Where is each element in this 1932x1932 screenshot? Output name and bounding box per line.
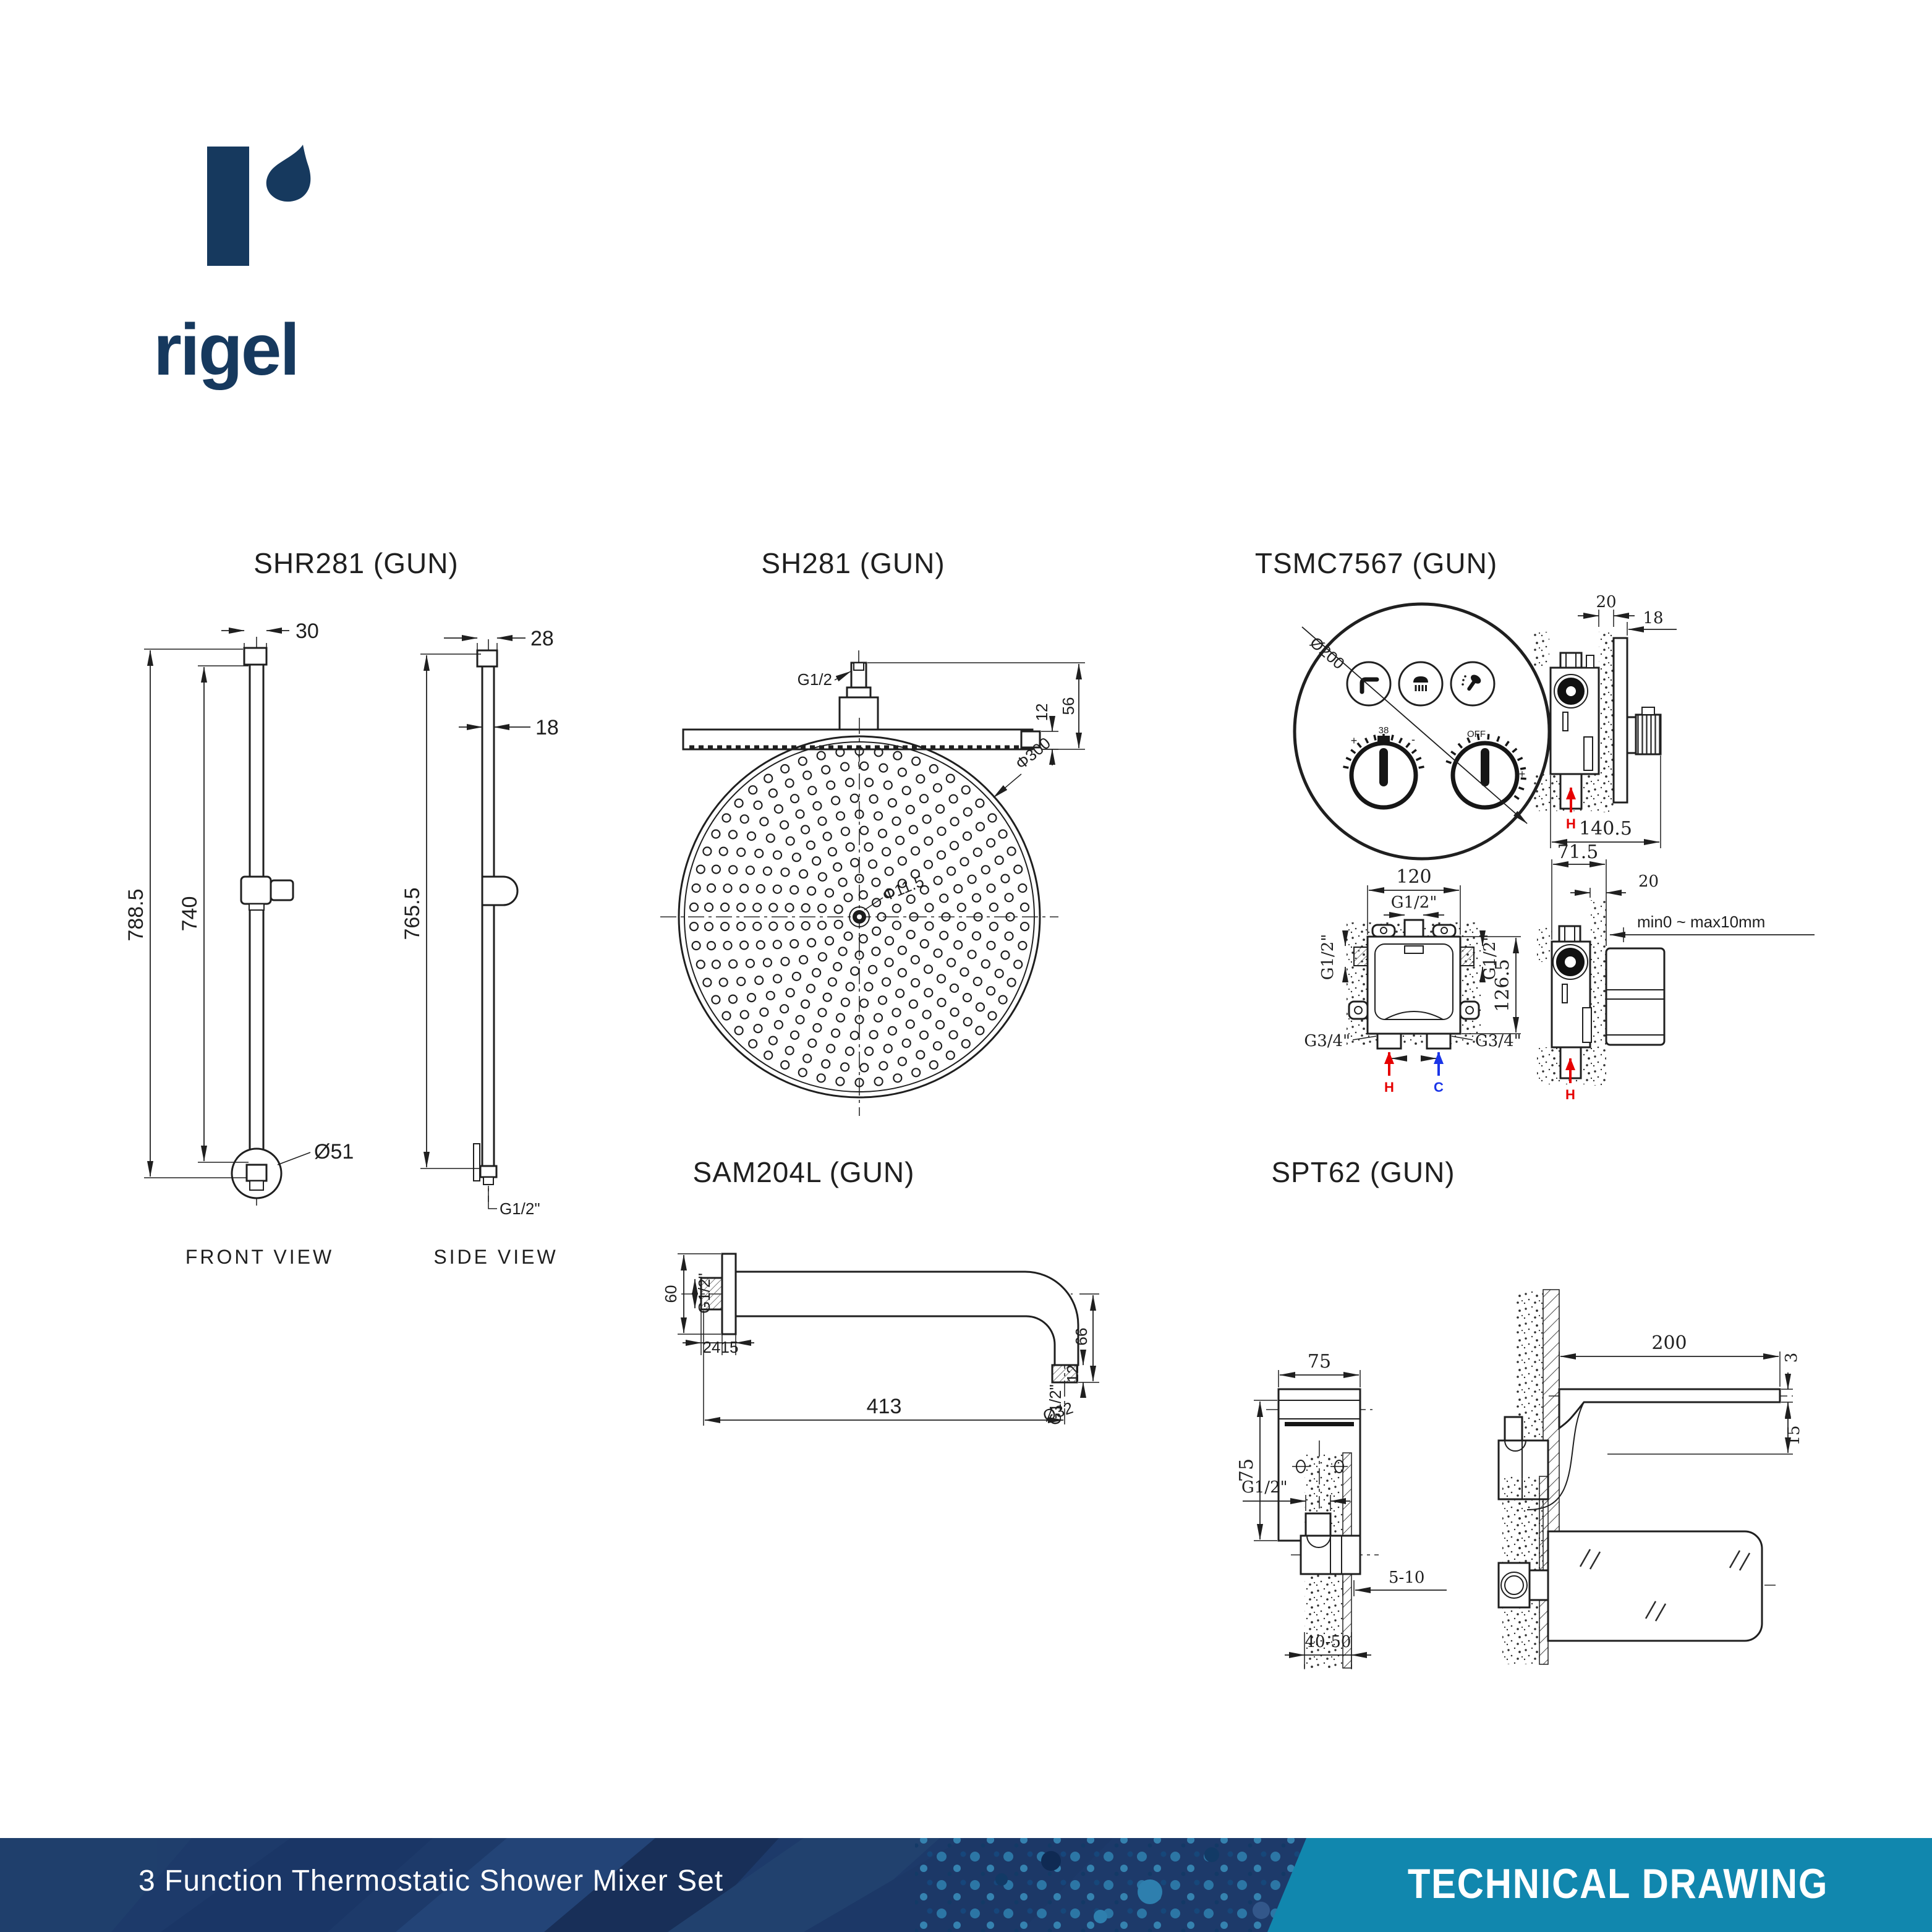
tsmc-side-depth-dim: 140.5 (1579, 818, 1632, 840)
spt-install-wall-range: 40-50 (1305, 1633, 1351, 1651)
drawing-sh281: SH281 (GUN) G1/2 12 56 Φ11.5 (660, 547, 1085, 1116)
sam-dim-tip: 12 (1063, 1365, 1082, 1383)
brand-name: rigel (153, 309, 298, 391)
shr281-dim-rail-depth: 18 (535, 716, 559, 739)
tsmc-roughin-side-wall: 20 (1638, 872, 1659, 891)
shr281-title: SHR281 (GUN) (253, 547, 459, 579)
spt-install-thread: G1/2" (1241, 1478, 1288, 1497)
tsmc-side-hot-label: H (1566, 816, 1576, 832)
shr281-dim-side-length: 765.5 (401, 887, 424, 940)
tsmc-roughin-g34-right: G3/4" (1475, 1032, 1521, 1050)
temp-minus: - (1411, 733, 1415, 746)
shr281-side-caption: SIDE VIEW (433, 1246, 558, 1268)
sh281-center-hole-label: Φ11.5 (880, 872, 927, 905)
shr281-dim-top-width: 30 (296, 619, 319, 643)
rain-shower-icon (1398, 661, 1444, 707)
tsmc-roughin-front: 120 G1/2" G1/2" G1/2" 126.5 G3/4" G3/4" … (1304, 866, 1521, 1095)
logo-droplet-icon (266, 145, 311, 202)
tsmc-roughin-side-hot: H (1565, 1087, 1575, 1102)
sam-dim-flange: 15 (721, 1338, 739, 1356)
sam-tip-thread: G1/2" (1046, 1384, 1065, 1425)
sh281-thread-label: G1/2 (798, 670, 832, 689)
tsmc-roughin-hot: H (1384, 1079, 1394, 1095)
shr281-front-caption: FRONT VIEW (185, 1246, 334, 1268)
sam-dim-length: 413 (867, 1395, 902, 1418)
footer-product-name: 3 Function Thermostatic Shower Mixer Set (138, 1865, 723, 1897)
temp-knob-label: 38 (1379, 725, 1389, 736)
shr281-dim-side-top: 28 (530, 627, 554, 650)
shr281-dim-overall: 788.5 (124, 888, 148, 941)
temperature-knob: 38 + - (1349, 725, 1418, 810)
tsmc-roughin-cold: C (1434, 1079, 1444, 1095)
tsmc-roughin-right-thread: G1/2" (1481, 934, 1499, 981)
tsmc-side-trim-dim: 18 (1643, 609, 1663, 628)
sam-thread-label: G1/2" (695, 1273, 713, 1314)
tsmc-side-wall-dim: 20 (1596, 593, 1616, 611)
sam-dim-stub: 24 (703, 1338, 721, 1356)
spt62-top-view (1497, 1476, 1776, 1665)
hand-shower-icon (1450, 661, 1496, 707)
tsmc-roughin-left-thread: G1/2" (1319, 934, 1337, 981)
sam204l-title: SAM204L (GUN) (693, 1156, 915, 1188)
off-label: OFF (1467, 729, 1486, 739)
shr281-dim-inner: 740 (178, 896, 202, 932)
tsmc-roughin-width: 120 (1396, 866, 1431, 888)
spt-side-projection: 200 (1651, 1332, 1687, 1354)
drawing-sam204l: SAM204L (GUN) 60 G1/2" 24 15 413 66 (662, 1156, 1099, 1428)
flow-knob: OFF + (1450, 729, 1526, 810)
footer-texture (0, 1838, 1311, 1932)
tsmc-side-view: 20 18 140.5 H (1533, 593, 1677, 848)
sh281-dim-height: 56 (1059, 697, 1078, 715)
knob-tick-marks (1343, 734, 1526, 800)
tsmc7567-title: TSMC7567 (GUN) (1255, 547, 1497, 579)
drawing-shr281: SHR281 (GUN) 30 788.5 740 Ø51 FRONT VIEW (124, 547, 559, 1268)
logo-bar (207, 147, 249, 266)
spt62-title: SPT62 (GUN) (1271, 1156, 1455, 1188)
sh281-dim-edge: 12 (1032, 704, 1051, 721)
brand-logo: rigel (153, 145, 311, 391)
spt-side-tip-height: 15 (1785, 1425, 1803, 1445)
spt-front-width: 75 (1308, 1351, 1331, 1372)
sam-dim-drop: 66 (1072, 1328, 1091, 1346)
flow-plus: + (1519, 768, 1526, 780)
spt-front-height: 75 (1236, 1458, 1258, 1482)
sh281-title: SH281 (GUN) (761, 547, 945, 579)
tsmc-roughin-side: 71.5 20 min0 ~ max10mm H (1537, 841, 1815, 1102)
footer-bar: 3 Function Thermostatic Shower Mixer Set… (0, 1838, 1932, 1932)
temp-plus: + (1351, 734, 1358, 747)
footer-right-label: TECHNICAL DRAWING (1408, 1860, 1828, 1907)
tsmc-roughin-g34-left: G3/4" (1304, 1032, 1350, 1050)
drawing-tsmc7567: TSMC7567 (GUN) (1255, 547, 1815, 1102)
spt-side-tip-thickness: 3 (1782, 1353, 1801, 1363)
footer-teal-band (1267, 1838, 1932, 1932)
shr281-dim-bottom-dia: Ø51 (314, 1140, 354, 1164)
spt62-install-section: G1/2" 5-10 40-50 (1241, 1452, 1447, 1669)
sh281-spray-holes (689, 746, 1030, 1087)
tsmc-roughin-top-thread: G1/2" (1391, 893, 1437, 912)
tsmc-roughin-side-range: min0 ~ max10mm (1637, 913, 1765, 931)
drawing-spt62: SPT62 (GUN) 75 75 (1236, 1156, 1803, 1669)
spt62-front-view: 75 75 (1236, 1351, 1372, 1542)
tsmc-roughin-height: 126.5 (1492, 959, 1513, 1012)
spt-install-finish-gap: 5-10 (1389, 1568, 1424, 1587)
sam-dim-flange-height: 60 (662, 1285, 680, 1303)
tsmc-roughin-side-depth: 71.5 (1557, 841, 1599, 863)
shr281-thread-label: G1/2" (500, 1199, 540, 1218)
